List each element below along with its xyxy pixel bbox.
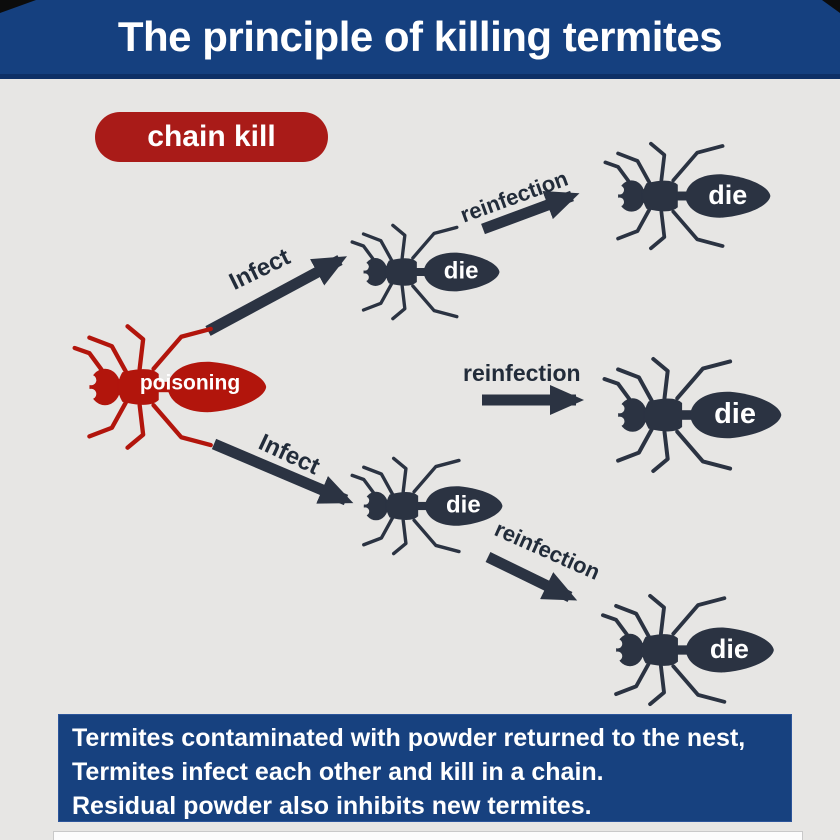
chain-kill-badge: chain kill xyxy=(95,112,328,162)
termite-icon xyxy=(600,355,785,475)
reinfection-middle-label: reinfection xyxy=(463,360,581,386)
header-banner: The principle of killing termites xyxy=(0,0,840,79)
explanation-line-1: Termites contaminated with powder return… xyxy=(72,724,746,752)
chain-kill-label: chain kill xyxy=(147,120,276,153)
bottom-panel-edge xyxy=(53,831,803,840)
termite-victim-top-right: die xyxy=(600,140,775,252)
page-title: The principle of killing termites xyxy=(117,13,723,60)
reinfection-bottom-label: reinfection xyxy=(490,516,604,585)
termite-icon xyxy=(348,222,503,322)
termite-victim-top-middle: die xyxy=(348,222,503,322)
termite-icon xyxy=(598,592,778,708)
termite-victim-middle-right: die xyxy=(600,355,785,475)
explanation-line-2: Termites infect each other and kill in a… xyxy=(72,758,604,786)
explanation-box: Termites contaminated with powder return… xyxy=(58,714,792,822)
die-label: die xyxy=(709,633,749,664)
termite-victim-bottom-middle: die xyxy=(348,455,506,557)
explanation-line-3: Residual powder also inhibits new termit… xyxy=(72,792,592,820)
termite-victim-bottom-right: die xyxy=(598,592,778,708)
die-label: die xyxy=(445,491,481,519)
die-label: die xyxy=(714,397,756,430)
termite-source-poisoned: poisoning xyxy=(70,322,270,452)
reinfection-top-label: reinfection xyxy=(456,165,572,228)
die-label: die xyxy=(708,179,748,210)
infect-top-label: Infect xyxy=(225,243,295,296)
termite-icon xyxy=(600,140,775,252)
poisoning-label: poisoning xyxy=(139,371,241,395)
termite-icon xyxy=(348,455,506,557)
die-label: die xyxy=(443,257,479,285)
